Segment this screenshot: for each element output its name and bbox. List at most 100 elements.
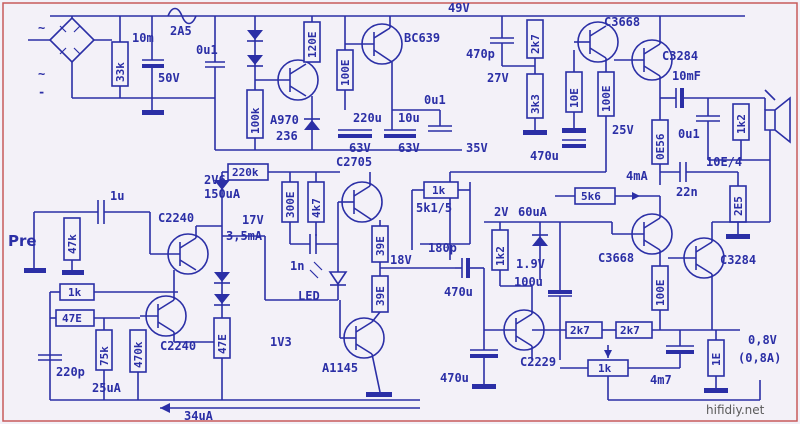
svg-text:1n: 1n xyxy=(290,259,304,273)
svg-text:100k: 100k xyxy=(249,107,262,134)
svg-text:BC639: BC639 xyxy=(404,31,440,45)
svg-text:C3668: C3668 xyxy=(604,15,640,29)
svg-text:2k7: 2k7 xyxy=(620,324,640,337)
svg-text:C3284: C3284 xyxy=(662,49,698,63)
svg-text:1k2: 1k2 xyxy=(494,246,507,266)
bias-section: 300E 4k7 1n LED 39E 39E 18V xyxy=(265,172,484,397)
svg-text:100E: 100E xyxy=(654,280,667,307)
output-lower-section: 2V 60uA 1k2 1.9V 100u C2229 470u xyxy=(440,196,781,401)
svg-text:25uA: 25uA xyxy=(92,381,122,395)
svg-text:5k6: 5k6 xyxy=(581,190,601,203)
svg-text:300E: 300E xyxy=(284,192,297,219)
svg-text:~: ~ xyxy=(38,67,45,81)
svg-text:50V: 50V xyxy=(158,71,180,85)
svg-text:60uA: 60uA xyxy=(518,205,548,219)
svg-text:470u: 470u xyxy=(444,285,473,299)
svg-text:0u1: 0u1 xyxy=(196,43,218,57)
svg-text:470u: 470u xyxy=(530,149,559,163)
svg-text:220k: 220k xyxy=(232,166,259,179)
svg-text:C2240: C2240 xyxy=(158,211,194,225)
svg-text:100E: 100E xyxy=(600,86,613,113)
speaker-icon xyxy=(764,96,791,144)
svg-text:1k: 1k xyxy=(432,184,446,197)
svg-text:25V: 25V xyxy=(612,123,634,137)
svg-text:75k: 75k xyxy=(98,346,111,366)
svg-text:0,8V: 0,8V xyxy=(748,333,777,347)
svg-text:-: - xyxy=(38,85,45,99)
svg-text:C3668: C3668 xyxy=(598,251,634,265)
svg-text:47E: 47E xyxy=(216,334,229,354)
svg-text:18V: 18V xyxy=(390,253,412,267)
svg-text:63V: 63V xyxy=(349,141,371,155)
svg-text:1E: 1E xyxy=(710,353,723,366)
svg-text:A970: A970 xyxy=(270,113,299,127)
svg-text:100E: 100E xyxy=(339,60,352,87)
svg-text:4mA: 4mA xyxy=(626,169,648,183)
svg-text:A1145: A1145 xyxy=(322,361,358,375)
svg-text:2k7: 2k7 xyxy=(529,34,542,54)
svg-text:220p: 220p xyxy=(56,365,85,379)
svg-text:220u: 220u xyxy=(353,111,382,125)
svg-text:C2705: C2705 xyxy=(336,155,372,169)
svg-text:47k: 47k xyxy=(66,234,79,254)
svg-text:34uA: 34uA xyxy=(184,409,214,423)
svg-text:C2240: C2240 xyxy=(160,339,196,353)
svg-text:C3284: C3284 xyxy=(720,253,756,267)
svg-text:2V: 2V xyxy=(494,205,508,219)
svg-text:470k: 470k xyxy=(132,341,145,368)
svg-text:0E56: 0E56 xyxy=(654,133,667,160)
svg-text:10E/4: 10E/4 xyxy=(706,155,742,169)
svg-text:27V: 27V xyxy=(487,71,509,85)
svg-text:5k1/5: 5k1/5 xyxy=(416,201,452,215)
svg-text:470u: 470u xyxy=(440,371,469,385)
svg-text:39E: 39E xyxy=(374,286,387,306)
svg-text:33k: 33k xyxy=(114,62,127,82)
svg-text:10m: 10m xyxy=(132,31,154,45)
svg-text:10mF: 10mF xyxy=(672,69,701,83)
svg-text:3k3: 3k3 xyxy=(529,94,542,114)
svg-text:1u: 1u xyxy=(110,189,124,203)
svg-text:17V: 17V xyxy=(242,213,264,227)
svg-text:120E: 120E xyxy=(306,32,319,59)
svg-text:4k7: 4k7 xyxy=(310,198,323,218)
svg-text:C2229: C2229 xyxy=(520,355,556,369)
svg-text:2k7: 2k7 xyxy=(570,324,590,337)
svg-text:10E: 10E xyxy=(568,88,581,108)
svg-text:63V: 63V xyxy=(398,141,420,155)
svg-text:1k: 1k xyxy=(68,286,82,299)
input-section: Pre 1u 47k 1k 47E 220p 75k 25uA xyxy=(8,163,420,423)
svg-text:10u: 10u xyxy=(398,111,420,125)
regulator-section: A970 236 120E BC639 100E 220u 63V 10u 63… xyxy=(255,16,488,169)
svg-text:1k2: 1k2 xyxy=(735,114,748,134)
svg-text:22n: 22n xyxy=(676,185,698,199)
watermark-text: hifidiy.net xyxy=(706,403,765,417)
svg-text:~: ~ xyxy=(38,21,45,35)
svg-text:(0,8A): (0,8A) xyxy=(738,351,781,365)
svg-text:2A5: 2A5 xyxy=(170,24,192,38)
led-icon xyxy=(328,271,348,286)
output-upper-section: 470p 27V 2k7 3k3 10E 470u C3668 100E 25V xyxy=(449,15,791,260)
svg-text:35V: 35V xyxy=(466,141,488,155)
svg-text:1V3: 1V3 xyxy=(270,335,292,349)
svg-text:180p: 180p xyxy=(428,241,457,255)
svg-text:49V: 49V xyxy=(448,1,470,15)
fuse-symbol xyxy=(167,7,197,25)
svg-text:1k: 1k xyxy=(598,362,612,375)
svg-text:2E5: 2E5 xyxy=(732,196,745,216)
svg-text:4m7: 4m7 xyxy=(650,373,672,387)
svg-text:LED: LED xyxy=(298,289,320,303)
svg-text:100u: 100u xyxy=(514,275,543,289)
svg-text:236: 236 xyxy=(276,129,298,143)
svg-text:1.9V: 1.9V xyxy=(516,257,545,271)
svg-text:Pre: Pre xyxy=(8,232,37,250)
svg-text:470p: 470p xyxy=(466,47,495,61)
svg-text:0u1: 0u1 xyxy=(678,127,700,141)
ground-symbol xyxy=(142,110,164,115)
svg-text:0u1: 0u1 xyxy=(424,93,446,107)
supply-section: ~ - ~ 33k 10m 50V 2A5 0u1 100k 49V xyxy=(28,1,745,151)
svg-text:39E: 39E xyxy=(374,236,387,256)
svg-text:47E: 47E xyxy=(62,312,82,325)
